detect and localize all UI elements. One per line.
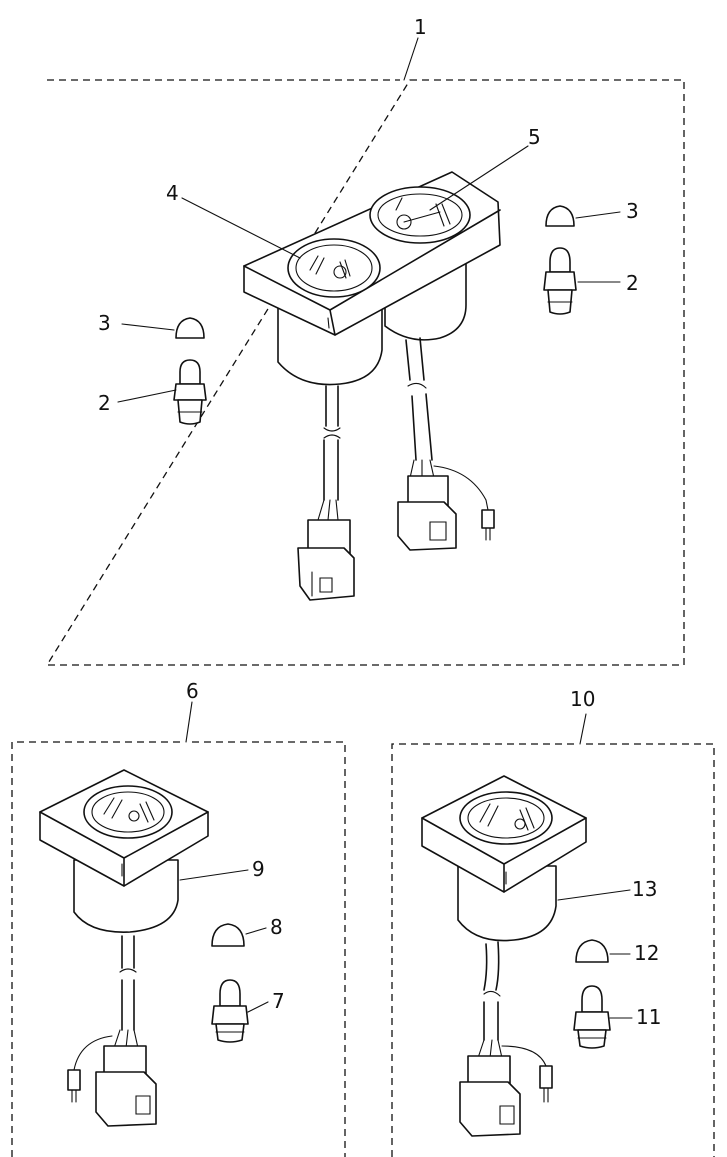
bulb-left bbox=[173, 359, 207, 425]
callout-2a: 2 bbox=[98, 391, 111, 415]
callout-5: 5 bbox=[528, 125, 541, 149]
callout-13: 13 bbox=[632, 877, 657, 901]
callout-4-leader bbox=[181, 197, 301, 259]
bulb-cap-left bbox=[175, 317, 205, 339]
callout-2a-leader bbox=[117, 389, 177, 403]
bulb-7 bbox=[211, 979, 249, 1043]
callout-6: 6 bbox=[186, 679, 199, 703]
callout-1: 1 bbox=[414, 15, 427, 39]
bulb-cap-8 bbox=[211, 923, 245, 947]
gauge-13-harness bbox=[459, 941, 553, 1137]
bulb-11 bbox=[573, 985, 611, 1049]
callout-11: 11 bbox=[636, 1005, 661, 1029]
bulb-cap-12 bbox=[575, 939, 609, 963]
callout-12: 12 bbox=[634, 941, 659, 965]
left-wire-harness bbox=[297, 385, 355, 601]
twin-gauge-housing bbox=[243, 171, 501, 386]
callout-2b: 2 bbox=[626, 271, 639, 295]
callout-6-leader bbox=[185, 701, 193, 743]
callout-5-leader bbox=[429, 145, 529, 211]
callout-9-leader bbox=[179, 869, 249, 881]
callout-7-leader bbox=[247, 1001, 269, 1013]
callout-8-leader bbox=[245, 927, 267, 935]
gauge-9-housing bbox=[39, 769, 209, 933]
callout-9: 9 bbox=[252, 857, 265, 881]
callout-3b: 3 bbox=[626, 199, 639, 223]
callout-8: 8 bbox=[270, 915, 283, 939]
callout-1-leader bbox=[403, 37, 419, 81]
callout-10: 10 bbox=[570, 687, 595, 711]
assembly-10-group: 10 13 12 bbox=[391, 687, 715, 1157]
assembly-6-group: 6 9 8 bbox=[11, 679, 346, 1157]
callout-10-leader bbox=[579, 713, 587, 745]
callout-3a: 3 bbox=[98, 311, 111, 335]
assembly-10-boundary bbox=[391, 743, 715, 1157]
bulb-cap-right bbox=[545, 205, 575, 227]
assembly-1-boundary bbox=[45, 79, 685, 666]
gauge-13-housing bbox=[421, 775, 587, 942]
callout-3b-leader bbox=[575, 211, 621, 219]
bulb-right bbox=[543, 247, 577, 315]
assembly-1-group: 1 4 5 bbox=[45, 15, 685, 666]
gauge-5-face bbox=[369, 186, 471, 244]
callout-7: 7 bbox=[272, 989, 285, 1013]
gauge-4-face bbox=[287, 238, 381, 298]
right-wire-harness bbox=[397, 337, 495, 551]
callout-3a-leader bbox=[121, 323, 175, 331]
callout-4: 4 bbox=[166, 181, 179, 205]
assembly-6-boundary bbox=[11, 741, 346, 1157]
gauge-9-harness bbox=[67, 935, 157, 1127]
callout-13-leader bbox=[557, 889, 631, 901]
